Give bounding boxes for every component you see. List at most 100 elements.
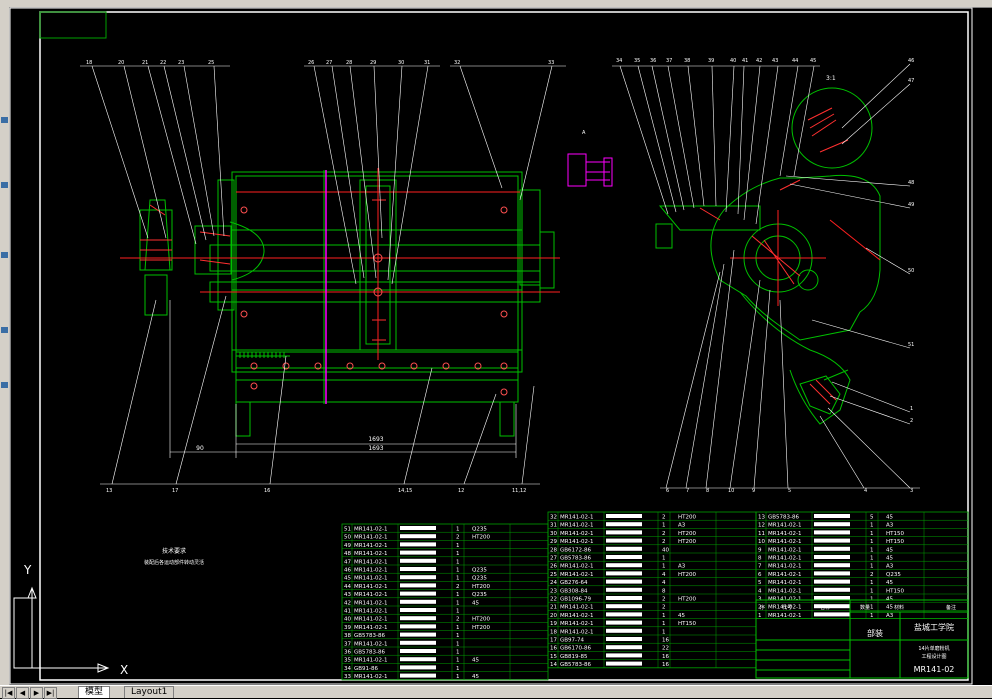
bom-item-number: 12 (758, 523, 765, 529)
bom-item-code: MR141-02-1 (560, 613, 594, 619)
bom-item-number: 22 (550, 597, 557, 603)
drawing-canvas[interactable]: 1693 1693 90 A (0, 0, 992, 685)
bom-item-material: A3 (678, 564, 686, 570)
bom-item-qty: 5 (870, 515, 874, 521)
tab-layout1[interactable]: Layout1 (124, 686, 175, 698)
bom-item-qty: 1 (870, 588, 874, 594)
bom-item-code: MR141-02-1 (560, 539, 594, 545)
bom-item-code: MR141-02-1 (560, 572, 594, 578)
bom-item-name-block (814, 563, 850, 568)
bom-item-number: 2 (758, 605, 762, 611)
bom-item-code: GB276-64 (560, 580, 588, 586)
bom-item-material: Q235 (472, 576, 487, 582)
bom-item-qty: 2 (662, 531, 666, 537)
bom-item-qty: 1 (456, 527, 460, 533)
first-tab-button[interactable]: |◀ (2, 687, 15, 699)
svg-text:名称: 名称 (820, 604, 830, 611)
balloons-bottom-left: 13 17 16 14,15 12 11,12 (106, 488, 526, 494)
bom-item-qty: 2 (662, 539, 666, 545)
tool-marker[interactable] (1, 382, 8, 388)
bom-item-code: MR141-02-1 (560, 621, 594, 627)
bom-item-qty: 1 (456, 674, 460, 680)
bom-item-number: 18 (550, 629, 557, 635)
next-tab-button[interactable]: ▶ (30, 687, 43, 699)
bom-item-number: 21 (550, 605, 557, 611)
svg-text:49: 49 (908, 202, 914, 208)
tool-marker[interactable] (1, 252, 8, 258)
bom-item-material: HT200 (472, 584, 490, 590)
bom-item-material: HT200 (472, 535, 490, 541)
bom-item-number: 26 (550, 564, 557, 570)
tool-marker[interactable] (1, 182, 8, 188)
svg-text:8: 8 (706, 488, 709, 494)
bom-item-material: Q235 (472, 568, 487, 574)
bom-item-code: MR141-02-1 (768, 588, 802, 594)
bom-item-material: 45 (472, 658, 479, 664)
bom-item-name-block (606, 661, 642, 666)
bom-item-code: GB6170-86 (560, 646, 592, 652)
svg-text:39: 39 (708, 58, 714, 64)
bom-item-qty: 1 (870, 539, 874, 545)
dim-inner: 1693 (368, 445, 383, 452)
tech-requirements-title: 技术要求 (162, 547, 186, 555)
svg-text:4: 4 (864, 488, 867, 494)
bom-item-code: MR141-02-1 (354, 609, 388, 615)
drawing-type: 部装 (867, 628, 883, 638)
bolt-markers (240, 206, 508, 396)
bom-item-material: HT200 (472, 617, 490, 623)
last-tab-button[interactable]: ▶| (44, 687, 57, 699)
bom-item-code: MR141-02-1 (768, 547, 802, 553)
balloons-top-mid: 26 27 28 29 30 31 32 33 (308, 60, 554, 66)
bom-item-number: 34 (344, 666, 351, 672)
bom-item-number: 20 (550, 613, 557, 619)
svg-text:18: 18 (86, 60, 92, 66)
gear-teeth (239, 352, 285, 358)
svg-text:21: 21 (142, 60, 148, 66)
svg-text:10: 10 (728, 488, 734, 494)
section-a-label: A (582, 130, 586, 136)
bom-item-number: 41 (344, 609, 351, 615)
bom-item-number: 17 (550, 638, 557, 644)
bom-item-name-block (400, 665, 436, 670)
svg-text:7: 7 (686, 488, 689, 494)
bom-item-qty: 1 (456, 551, 460, 557)
bom-item-qty: 1 (870, 556, 874, 562)
layout-tab-bar: |◀ ◀ ▶ ▶| 模型 Layout1 (0, 685, 992, 699)
bom-item-code: MR141-02-1 (768, 580, 802, 586)
bom-item-number: 11 (758, 531, 765, 537)
bom-item-code: MR141-02-1 (354, 658, 388, 664)
bom-item-material: 45 (472, 674, 479, 680)
bom-item-qty: 1 (870, 547, 874, 553)
bom-item-name-block (606, 620, 642, 625)
bom-item-qty: 1 (456, 650, 460, 656)
bom-item-number: 43 (344, 592, 351, 598)
bom-item-name-block (814, 612, 850, 617)
tool-marker[interactable] (1, 117, 8, 123)
bom-item-qty: 2 (456, 617, 460, 623)
bom-item-code: MR141-02-1 (768, 539, 802, 545)
bom-item-name-block (400, 591, 436, 596)
bom-item-qty: 16 (662, 654, 669, 660)
prev-tab-button[interactable]: ◀ (16, 687, 29, 699)
dim-offset: 90 (196, 445, 204, 452)
svg-text:3: 3 (910, 488, 913, 494)
bom-item-name-block (606, 596, 642, 600)
bom-item-material: HT150 (886, 539, 904, 545)
bom-item-material: HT200 (678, 539, 696, 545)
svg-text:5: 5 (788, 488, 791, 494)
svg-text:28: 28 (346, 60, 352, 66)
ucs-icon (13, 586, 110, 673)
bom-item-code: GB5783-86 (768, 515, 800, 521)
bom-item-name-block (400, 616, 436, 621)
bom-item-code: MR141-02-1 (354, 543, 388, 549)
svg-text:9: 9 (752, 488, 755, 494)
tab-model[interactable]: 模型 (78, 686, 111, 698)
svg-text:37: 37 (666, 58, 672, 64)
bom-item-material: 45 (886, 580, 893, 586)
bom-item-material: 45 (886, 515, 893, 521)
bom-item-name-block (606, 604, 642, 609)
bom-item-qty: 1 (662, 556, 666, 562)
bom-item-number: 1 (758, 613, 762, 619)
bom-item-name-block (814, 514, 850, 518)
tool-marker[interactable] (1, 327, 8, 333)
